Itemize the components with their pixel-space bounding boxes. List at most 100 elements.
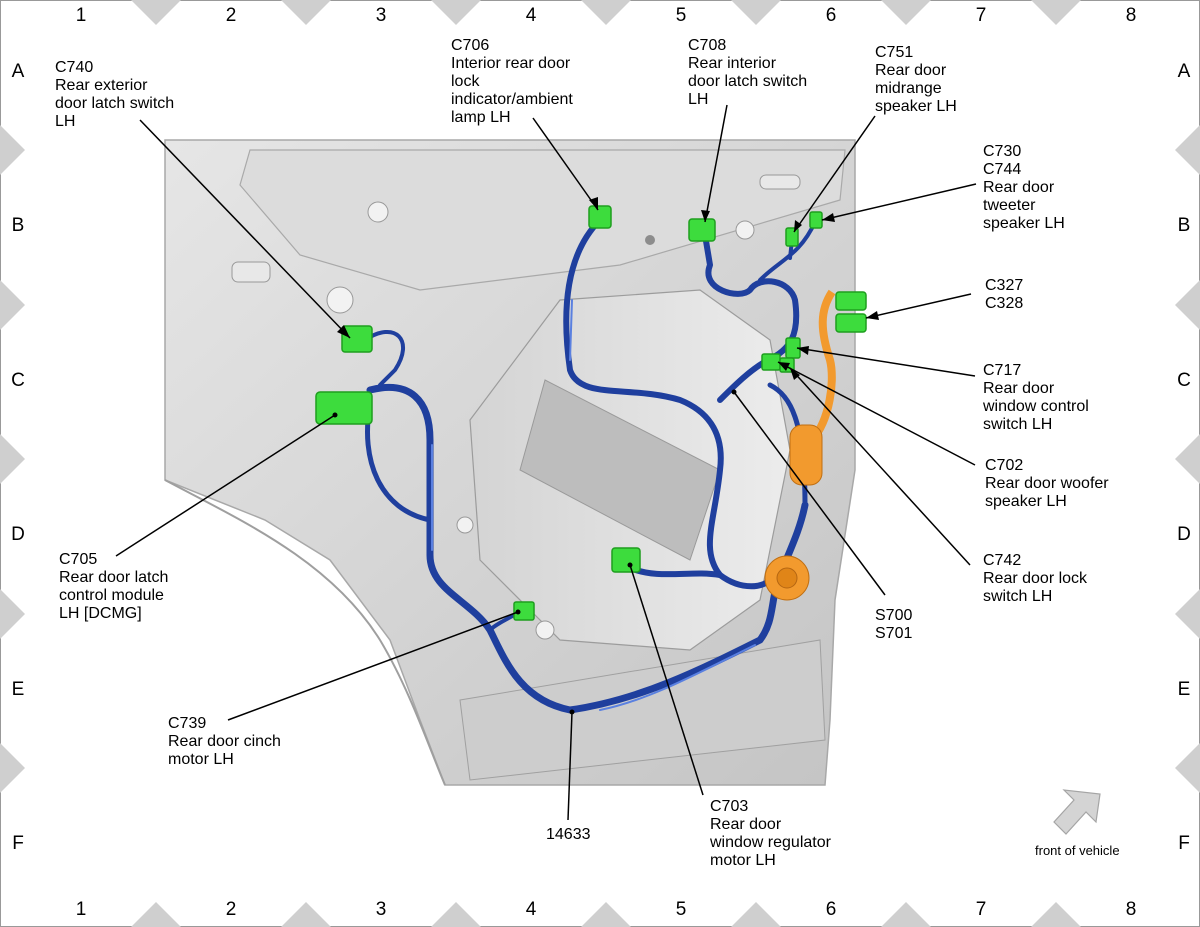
col-label-1-bottom: 1 (76, 899, 87, 920)
col-label-7-bottom: 7 (976, 899, 987, 920)
door-panel-illustration (164, 139, 856, 786)
callout-c730-c744: C730 C744 Rear door tweeter speaker LH (983, 143, 1065, 232)
woofer-connector-shape (789, 424, 823, 486)
grid-tick-right (1175, 280, 1200, 330)
dot-c739 (515, 609, 521, 615)
leader-c751 (793, 115, 876, 233)
column-labels-bottom: 1 2 3 4 5 6 7 8 (76, 899, 1137, 920)
col-label-2: 2 (226, 5, 237, 26)
door-lower-shelf (459, 639, 826, 781)
c717-code: C717 (983, 362, 1021, 379)
callout-c742: C742 Rear door lock switch LH (983, 552, 1088, 605)
s700-code: S700 (875, 607, 912, 624)
arrowhead-c742 (790, 368, 800, 380)
splice-dot-s700 (731, 389, 737, 395)
col-label-5-bottom: 5 (676, 899, 687, 920)
c708-line: door latch switch (688, 73, 807, 90)
c706-line: Interior rear door (451, 55, 571, 72)
callout-c708: C708 Rear interior door latch switch LH (688, 37, 807, 108)
col-label-6-bottom: 6 (826, 899, 837, 920)
door-brace (519, 379, 721, 561)
grid-tick-left (0, 434, 25, 484)
c739-line: Rear door cinch (168, 733, 281, 750)
c706-line: lamp LH (451, 109, 511, 126)
c708-line: LH (688, 91, 708, 108)
callout-c702: C702 Rear door woofer speaker LH (985, 457, 1109, 510)
row-label-b-right: B (1178, 215, 1191, 236)
connector-c730-c744 (809, 211, 823, 229)
c717-line: Rear door (983, 380, 1055, 397)
c744-code: C744 (983, 161, 1021, 178)
arrowhead-c751 (794, 220, 802, 232)
panel-hole (735, 220, 755, 240)
connector-c705 (315, 391, 373, 425)
c742-line: switch LH (983, 588, 1052, 605)
arrowhead-c717 (797, 346, 809, 355)
callout-c740: C740 Rear exterior door latch switch LH (55, 59, 174, 130)
grid-tick-top (131, 0, 181, 25)
connector-c702 (761, 353, 781, 371)
connector-c739 (513, 601, 535, 621)
row-label-d-right: D (1177, 524, 1191, 545)
woofer-speaker-center (776, 567, 798, 589)
c742-code: C742 (983, 552, 1021, 569)
arrowhead-c740 (337, 325, 350, 338)
grid-tick-left (0, 743, 25, 793)
connector-c327 (835, 291, 867, 311)
c327-c328-harness (808, 289, 836, 443)
c740-code: C740 (55, 59, 93, 76)
c740-line: Rear exterior (55, 77, 148, 94)
callout-c705: C705 Rear door latch control module LH [… (59, 551, 168, 622)
c740-line: LH (55, 113, 75, 130)
grid-tick-right (1175, 434, 1200, 484)
panel-hole (456, 516, 474, 534)
harness-c740-branch (363, 329, 406, 387)
col-label-3-bottom: 3 (376, 899, 387, 920)
leader-14633 (567, 711, 573, 821)
arrowhead-c730 (822, 213, 835, 222)
row-label-c: C (11, 370, 25, 391)
col-label-5: 5 (676, 5, 687, 26)
c751-line: Rear door (875, 62, 947, 79)
c706-line: lock (451, 73, 480, 90)
c705-line: control module (59, 587, 164, 604)
grid-tick-bottom (581, 902, 631, 927)
grid-tick-bottom (1031, 902, 1081, 927)
c730-line: Rear door (983, 179, 1055, 196)
row-label-f: F (12, 833, 24, 854)
connector-c751 (785, 227, 799, 247)
col-label-4-bottom: 4 (526, 899, 537, 920)
leader-c717 (796, 347, 976, 377)
c751-code: C751 (875, 44, 913, 61)
callout-s700-s701: S700 S701 (875, 607, 912, 642)
row-label-f-right: F (1178, 833, 1190, 854)
front-of-vehicle-label: front of vehicle (1035, 843, 1120, 858)
c730-line: speaker LH (983, 215, 1065, 232)
c703-line: Rear door (710, 816, 782, 833)
row-label-a-right: A (1178, 61, 1191, 82)
c739-line: motor LH (168, 751, 234, 768)
leader-s700-s701 (733, 391, 886, 596)
column-labels-top: 1 2 3 4 5 6 7 8 (76, 5, 1137, 26)
dot-c703 (627, 562, 633, 568)
c708-line: Rear interior (688, 55, 777, 72)
leader-c327-c328 (865, 293, 972, 319)
s701-code: S701 (875, 625, 912, 642)
col-label-2-bottom: 2 (226, 899, 237, 920)
grid-tick-left (0, 125, 25, 175)
row-label-c-right: C (1177, 370, 1191, 391)
c730-line: tweeter (983, 197, 1036, 214)
leader-c742 (789, 367, 971, 566)
col-label-7: 7 (976, 5, 987, 26)
c730-code: C730 (983, 143, 1021, 160)
c703-line: window regulator (709, 834, 832, 851)
door-top-rail (239, 149, 846, 291)
panel-slot (231, 261, 271, 283)
leader-c706 (532, 117, 599, 211)
row-label-d: D (11, 524, 25, 545)
callout-c739: C739 Rear door cinch motor LH (168, 715, 281, 768)
harness-highlight (431, 299, 756, 711)
connector-c708 (688, 218, 716, 242)
